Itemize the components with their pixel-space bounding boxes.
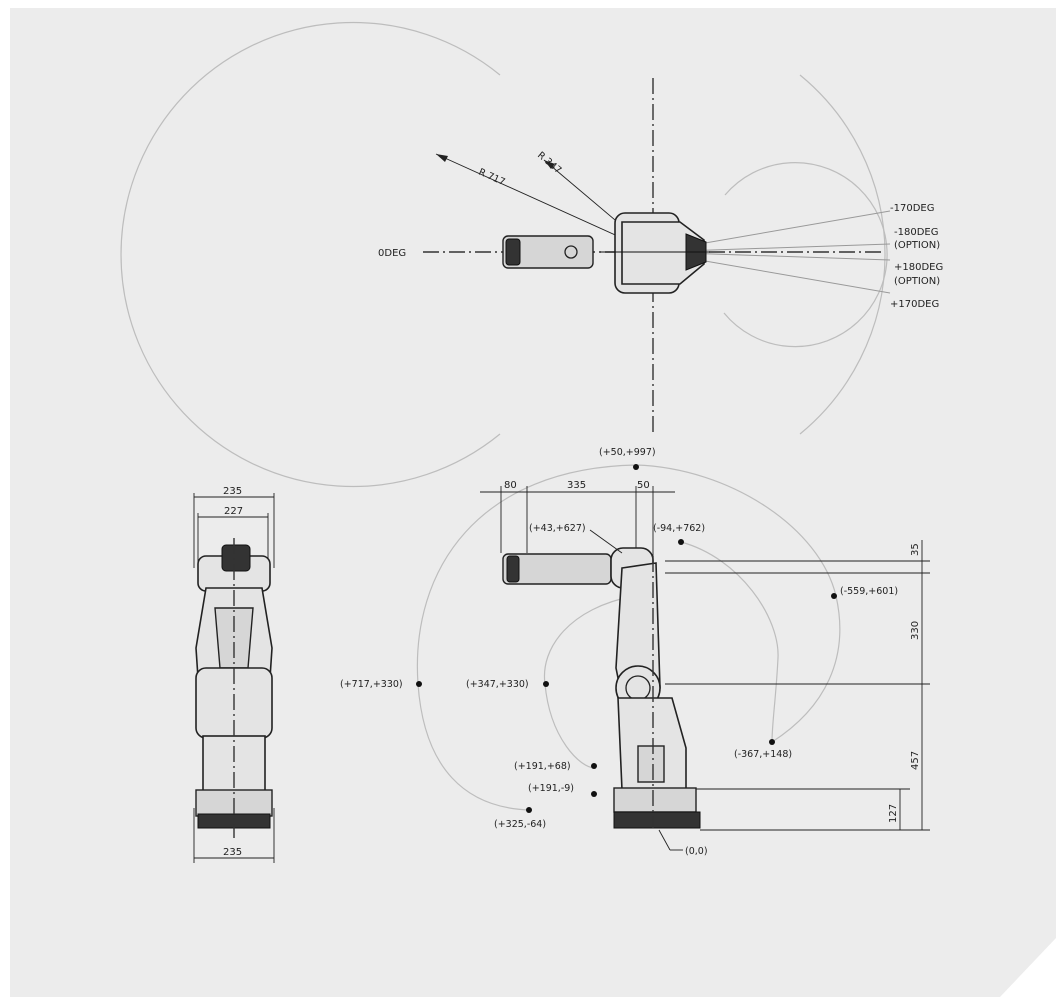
point-low-1 [591,763,597,769]
dim-80: 80 [504,480,517,491]
robot-side-base [617,697,687,791]
deg-label-plus-180-option: (OPTION) [894,276,940,287]
label-point-front-mid: (+347,+330) [466,679,529,690]
label-point-top: (+50,+997) [599,447,656,458]
point-back-low [769,739,775,745]
deg-label-minus-180: -180DEG [894,227,938,238]
dim-457: 457 [910,751,921,770]
label-point-front-far: (+717,+330) [340,679,403,690]
deg-label-plus-180: +180DEG [894,262,943,273]
point-back-far [831,593,837,599]
drawing-canvas: R 717 R 347 0DEG -170DEG -180DEG (OPTION… [10,8,1056,997]
dim-35: 35 [910,543,921,556]
dim-127: 127 [888,804,899,823]
robot-side-foot [613,811,701,829]
robot-side-plinth [613,787,697,813]
dim-50: 50 [637,480,650,491]
point-low-2 [591,791,597,797]
robot-top-flange [505,238,521,266]
drawing-sheet: R 717 R 347 0DEG -170DEG -180DEG (OPTION… [10,8,1056,997]
robot-top-forearm [502,235,594,269]
label-point-low-3: (+325,-64) [494,819,546,830]
label-point-back-upper: (-94,+762) [653,523,705,534]
reach-arc-inner [723,162,888,348]
dim-335: 335 [567,480,586,491]
reach-arc-outer-right [799,74,886,435]
point-back-upper [678,539,684,545]
sheet-background [10,8,1056,997]
label-point-wrist: (+43,+627) [529,523,586,534]
top-view [120,21,891,488]
deg-label-minus-180-option: (OPTION) [894,240,940,251]
deg-label-plus-170: +170DEG [890,299,939,310]
point-front-mid [543,681,549,687]
dim-235-top: 235 [223,486,242,497]
label-point-origin: (0,0) [685,846,708,857]
dim-227: 227 [224,506,243,517]
front-view [193,493,275,863]
label-point-low-1: (+191,+68) [514,761,571,772]
side-arc-back-outer [635,464,841,743]
robot-top-shoulder [621,221,705,285]
robot-side-base-panel [637,745,665,783]
deg-label-minus-170: -170DEG [890,203,934,214]
label-point-back-low: (-367,+148) [734,749,792,760]
label-point-back-far: (-559,+601) [840,586,898,597]
side-view [416,464,930,851]
robot-side-flange [506,555,520,583]
robot-front-flange [221,544,251,572]
dim-330: 330 [910,621,921,640]
reach-arc-outer [120,21,501,488]
deg-label-0: 0DEG [378,248,406,259]
point-front-far [416,681,422,687]
label-point-low-2: (+191,-9) [528,783,574,794]
point-low-3 [526,807,532,813]
dim-235-bottom: 235 [223,847,242,858]
point-top [633,464,639,470]
side-arc-back-inner [680,541,779,743]
